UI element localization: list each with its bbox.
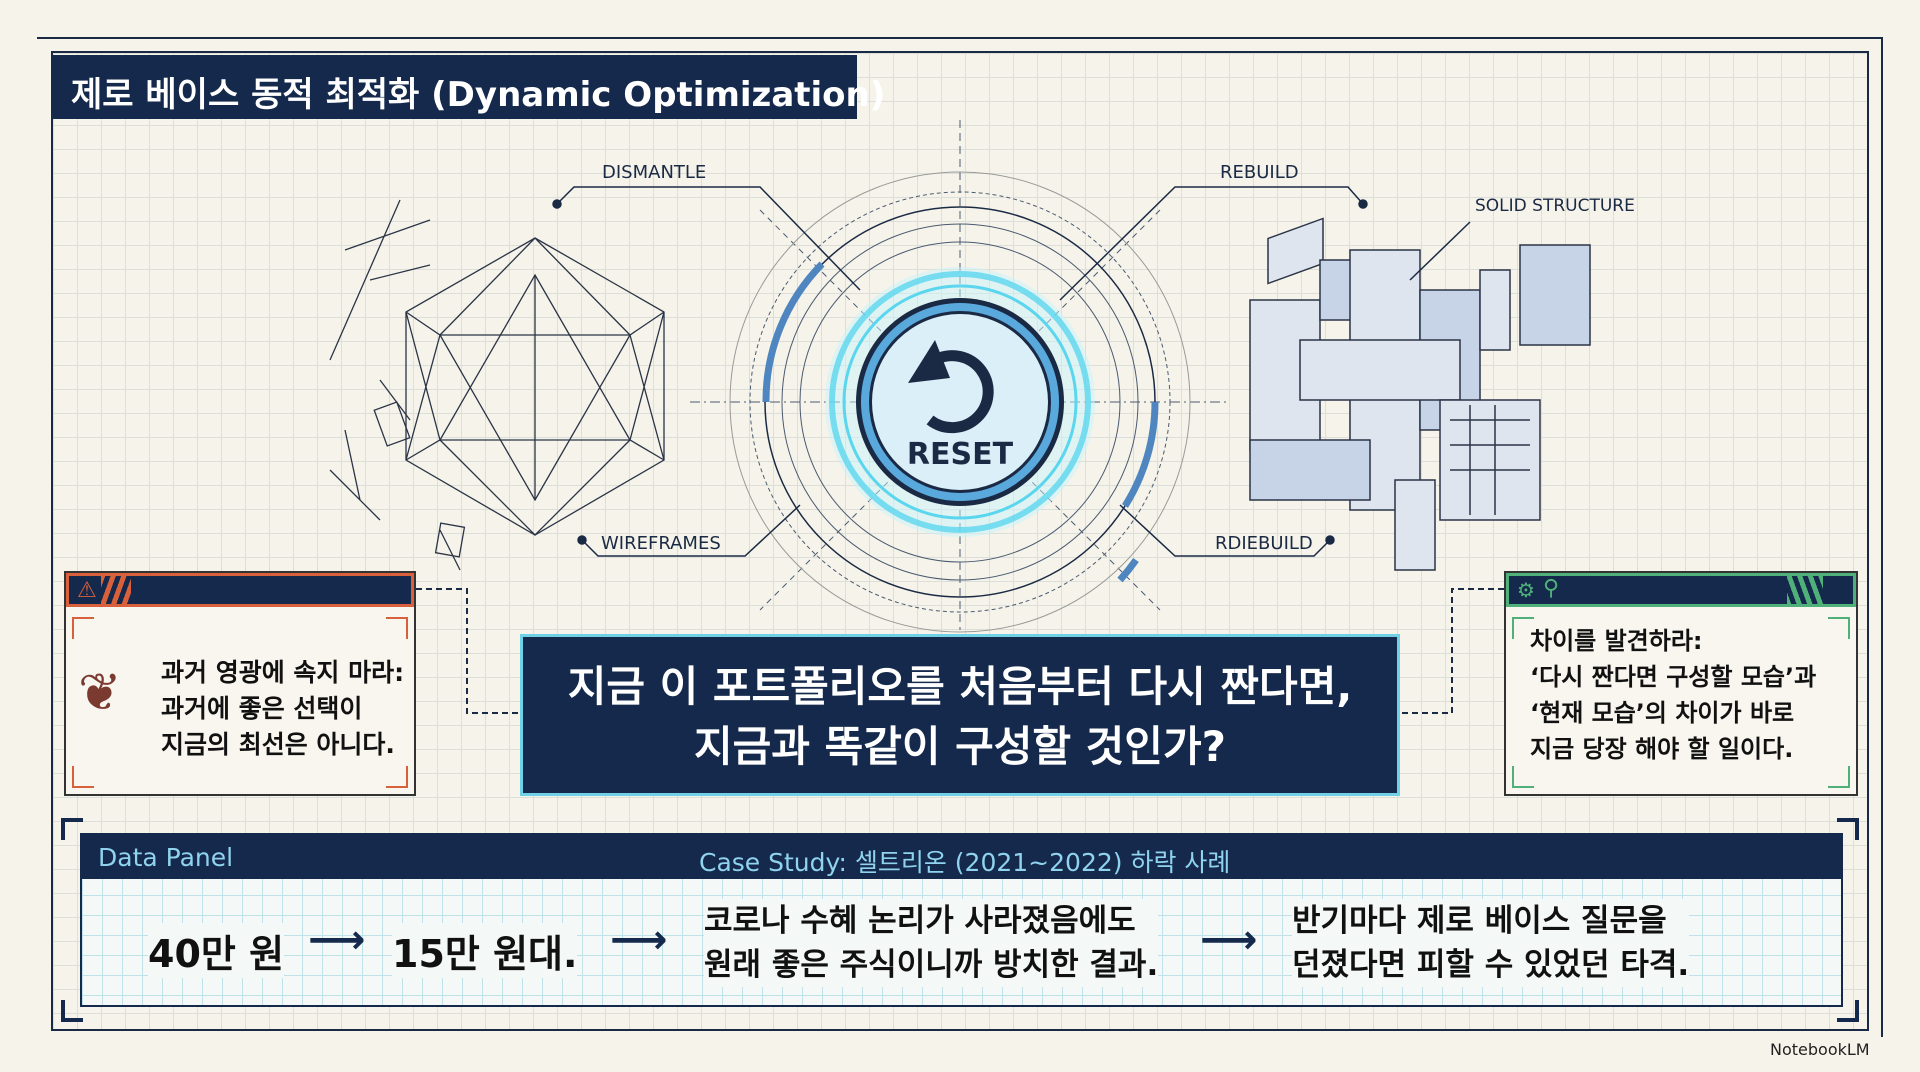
label-solid-structure: SOLID STRUCTURE: [1475, 196, 1635, 216]
cause-text: 코로나 수혜 논리가 사라졌음에도 원래 좋은 주식이니까 방치한 결과.: [704, 899, 1159, 987]
warning-line: 지금의 최선은 아니다.: [161, 730, 395, 759]
panel-corner: [1837, 1000, 1859, 1022]
label-rdiebuild: RDIEBUILD: [1215, 533, 1313, 554]
header-stripes: [101, 573, 131, 607]
cause-line: 코로나 수혜 논리가 사라졌음에도: [704, 903, 1136, 939]
solid-blocks-structure-icon: [1249, 217, 1591, 571]
outer-frame: [37, 37, 1883, 1037]
case-study-title: Case Study: 셀트리온 (2021~2022) 하락 사례: [699, 848, 1231, 877]
question-line: 지금과 똑같이 구성할 것인가?: [694, 722, 1226, 771]
label-wireframes: WIREFRAMES: [601, 533, 721, 554]
insight-line: ‘다시 짠다면 구성할 모습’과: [1530, 663, 1817, 691]
label-rebuild: REBUILD: [1220, 162, 1299, 183]
gears-icon: ⚙: [1517, 578, 1535, 602]
central-question: 지금 이 포트폴리오를 처음부터 다시 짠다면, 지금과 똑같이 구성할 것인가…: [520, 634, 1400, 796]
label-dismantle: DISMANTLE: [602, 162, 707, 183]
target-rings: [690, 120, 1230, 633]
notebooklm-watermark: NotebookLM: [1770, 1040, 1870, 1059]
search-icon: ⚲: [1543, 576, 1560, 601]
data-panel: Data Panel Case Study: 셀트리온 (2021~2022) …: [80, 833, 1843, 1007]
price-from: 40만 원: [148, 923, 285, 978]
warning-line: 과거에 좋은 선택이: [161, 694, 363, 723]
insight-line: ‘현재 모습’의 차이가 바로: [1530, 699, 1795, 727]
warning-icon: ⚠: [77, 578, 97, 603]
warning-box: ⚠ ❦ 과거 영광에 속지 마라: 과거에 좋은 선택이 지금의 최선은 아니다…: [64, 571, 416, 796]
question-line: 지금 이 포트폴리오를 처음부터 다시 짠다면,: [567, 662, 1353, 711]
data-panel-header: Data Panel Case Study: 셀트리온 (2021~2022) …: [82, 835, 1841, 879]
callout-leaders: [552, 186, 1471, 557]
laurel-icon: ❦: [78, 663, 122, 723]
lesson-line: 던졌다면 피할 수 있었던 타격.: [1292, 947, 1690, 983]
cause-line: 원래 좋은 주식이니까 방치한 결과.: [704, 947, 1159, 983]
insight-line: 지금 당장 해야 할 일이다.: [1530, 735, 1794, 763]
data-panel-label: Data Panel: [98, 843, 234, 872]
price-to: 15만 원대.: [392, 923, 578, 978]
wireframe-icosahedron-icon: [329, 199, 665, 571]
panel-corner: [1837, 818, 1859, 840]
reset-arrow-icon: [908, 340, 994, 434]
insight-box: ⚙ ⚲ 차이를 발견하라: ‘다시 짠다면 구성할 모습’과 ‘현재 모습’의 …: [1504, 571, 1858, 796]
header-stripes: [1787, 573, 1823, 607]
arrow-right-icon: ⟶: [308, 917, 366, 963]
panel-corner: [61, 818, 83, 840]
reset-label[interactable]: RESET: [906, 437, 1014, 472]
insight-box-header: ⚙ ⚲: [1506, 573, 1856, 607]
reset-button: [856, 298, 1064, 506]
page-title: 제로 베이스 동적 최적화 (Dynamic Optimization): [51, 55, 885, 119]
insight-line: 차이를 발견하라:: [1530, 627, 1703, 655]
connector-lines: [416, 588, 1504, 714]
arrow-right-icon: ⟶: [1200, 917, 1258, 963]
warning-line: 과거 영광에 속지 마라:: [161, 658, 405, 687]
lesson-text: 반기마다 제로 베이스 질문을 던졌다면 피할 수 있었던 타격.: [1292, 899, 1690, 987]
arrow-right-icon: ⟶: [610, 917, 668, 963]
warning-box-header: ⚠: [66, 573, 414, 607]
panel-corner: [61, 1000, 83, 1022]
lesson-line: 반기마다 제로 베이스 질문을: [1292, 903, 1667, 939]
